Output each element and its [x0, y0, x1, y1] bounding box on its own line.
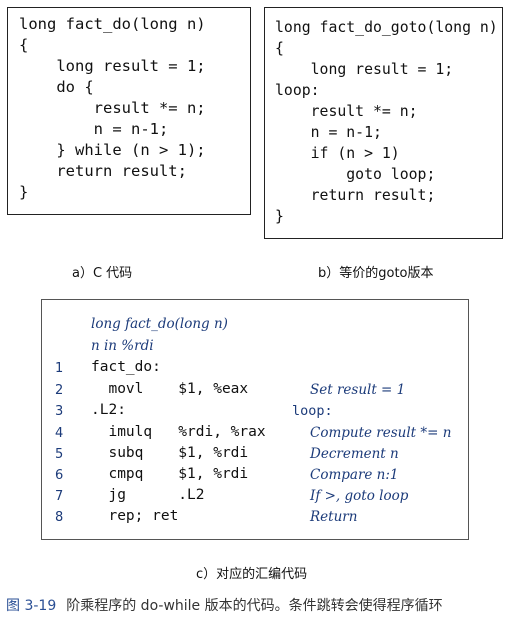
panel-a-box [7, 7, 251, 215]
code-line: { [19, 36, 29, 54]
code-line: goto loop; [275, 166, 436, 183]
asm-comment: loop: [292, 403, 333, 419]
asm-instruction: cmpq $1, %rdi [91, 466, 249, 482]
code-line: } [275, 208, 284, 225]
caption-b: b）等价的goto版本 [318, 266, 434, 281]
code-line: if (n > 1) [275, 145, 400, 162]
figure-caption: 图 3-19 阶乘程序的 do-while 版本的代码。条件跳转会使得程序循环 [6, 595, 443, 615]
code-line: { [275, 40, 284, 57]
asm-instruction: fact_do: [91, 359, 161, 375]
code-line: long result = 1; [275, 61, 454, 78]
asm-comment: If >, goto loop [310, 488, 409, 504]
code-line: long fact_do(long n) [19, 15, 206, 33]
asm-line-number: 6 [55, 468, 64, 483]
asm-instruction: .L2: [91, 402, 126, 418]
code-line: } while (n > 1); [19, 141, 206, 159]
code-line: loop: [275, 82, 320, 99]
code-line: result *= n; [275, 103, 418, 120]
code-line: return result; [19, 162, 187, 180]
code-line: return result; [275, 187, 436, 204]
code-line: long fact_do_goto(long n) [275, 19, 498, 36]
asm-header-register: n in %rdi [91, 338, 154, 354]
code-line: result *= n; [19, 99, 206, 117]
asm-comment: Decrement n [310, 446, 399, 462]
code-line: long result = 1; [19, 57, 206, 75]
panel-a-code: long fact_do(long n) { long result = 1; … [19, 14, 206, 203]
asm-instruction: movl $1, %eax [91, 381, 249, 397]
code-line: do { [19, 78, 94, 96]
asm-header-signature: long fact_do(long n) [91, 316, 228, 332]
asm-instruction: subq $1, %rdi [91, 445, 249, 461]
asm-line-number: 5 [55, 447, 64, 462]
asm-instruction: rep; ret [91, 508, 179, 524]
caption-c: c）对应的汇编代码 [196, 567, 308, 582]
asm-line-number: 1 [55, 361, 64, 376]
panel-b-code: long fact_do_goto(long n) { long result … [275, 17, 498, 227]
asm-instruction: jg .L2 [91, 487, 205, 503]
asm-line-number: 4 [55, 426, 64, 441]
figure-text: 阶乘程序的 do-while 版本的代码。条件跳转会使得程序循环 [66, 598, 443, 614]
code-line: } [19, 183, 29, 201]
asm-line-number: 8 [55, 510, 64, 525]
caption-a: a）C 代码 [72, 266, 133, 281]
asm-line-number: 7 [55, 489, 64, 504]
asm-comment: Compare n:1 [310, 467, 399, 483]
figure-label: 图 3-19 [6, 598, 57, 614]
asm-comment: Compute result *= n [310, 425, 452, 441]
panel-b-box [264, 7, 503, 239]
code-line: n = n-1; [275, 124, 382, 141]
panel-c-box [41, 299, 469, 540]
asm-line-number: 3 [55, 404, 64, 419]
asm-comment: Return [310, 509, 358, 525]
asm-comment: Set result = 1 [310, 382, 406, 398]
asm-line-number: 2 [55, 383, 64, 398]
asm-instruction: imulq %rdi, %rax [91, 424, 266, 440]
code-line: n = n-1; [19, 120, 169, 138]
